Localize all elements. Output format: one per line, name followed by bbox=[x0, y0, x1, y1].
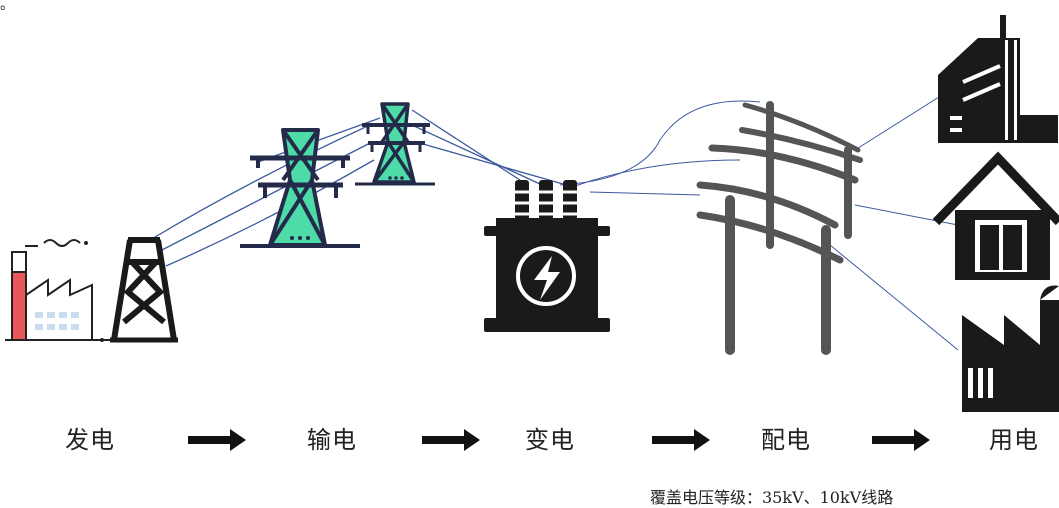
factory-icon bbox=[962, 285, 1059, 412]
transmission-tower-icon bbox=[240, 128, 360, 248]
transmission-tower-icon bbox=[355, 102, 435, 186]
right-arrow-icon bbox=[422, 429, 480, 451]
office-building-icon bbox=[938, 15, 1058, 143]
distribution-pole-icon bbox=[696, 101, 863, 355]
right-arrow-icon bbox=[188, 429, 246, 451]
corner-mark: 。 bbox=[0, 0, 14, 13]
stage-label-distribution: 配电 bbox=[761, 426, 811, 454]
voltage-caption: 覆盖电压等级：35kV、10kV线路 bbox=[650, 488, 894, 507]
stage-label-consumption: 用电 bbox=[989, 426, 1039, 454]
right-arrow-icon bbox=[872, 429, 930, 451]
distribution-wires bbox=[559, 84, 959, 351]
transmission-wires bbox=[149, 109, 571, 267]
stage-label-transformation: 变电 bbox=[525, 426, 575, 454]
house-icon bbox=[932, 151, 1059, 280]
power-plant-icon bbox=[5, 239, 110, 342]
lattice-tower-icon bbox=[110, 237, 178, 343]
transformer-icon bbox=[484, 180, 610, 332]
stage-label-generation: 发电 bbox=[65, 426, 115, 454]
stage-label-transmission: 输电 bbox=[307, 426, 357, 454]
right-arrow-icon bbox=[652, 429, 710, 451]
